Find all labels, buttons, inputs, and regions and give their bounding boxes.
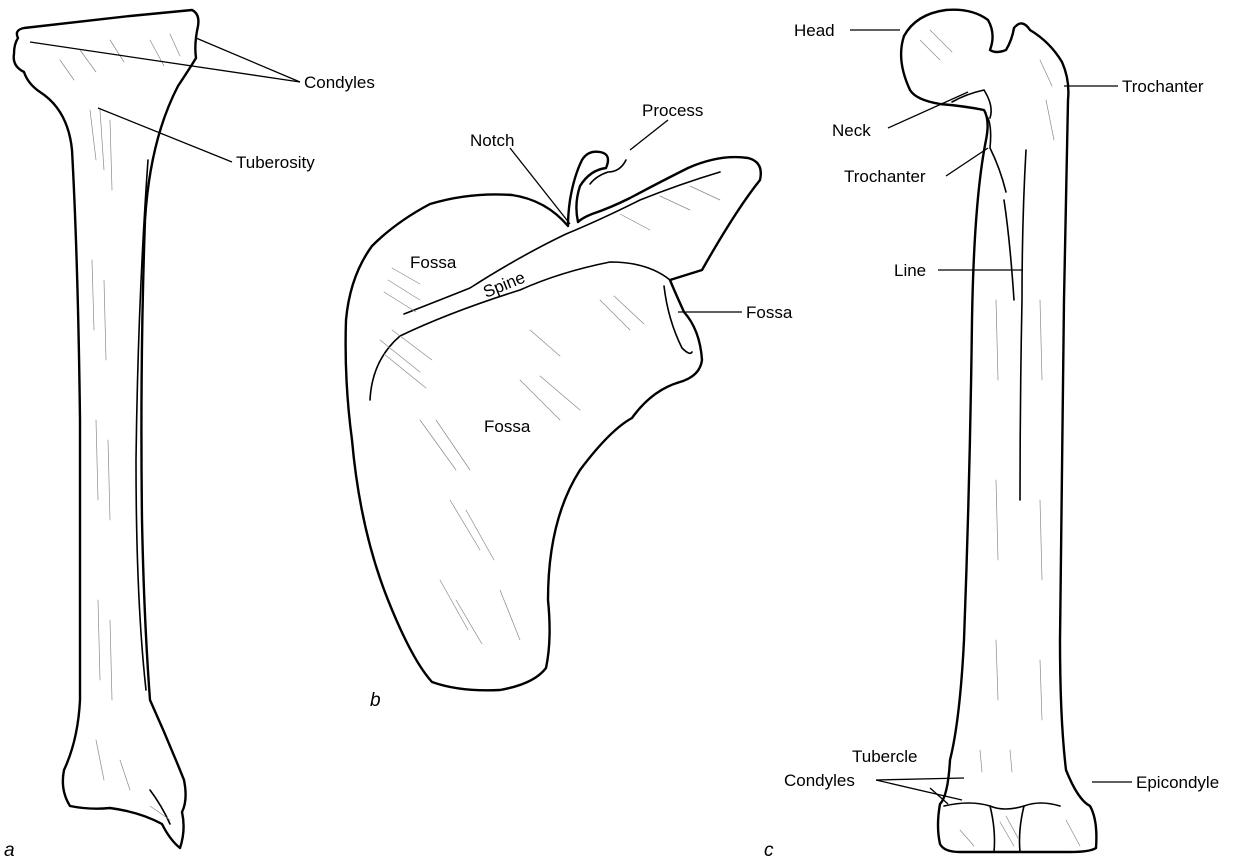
label-epicondyle: Epicondyle [1136,773,1219,792]
tibia-outline [14,10,199,848]
condyles-leader-a2 [196,38,300,82]
label-line: Line [894,261,926,280]
panel-letter-a: a [4,840,15,861]
tibia-illustration: Condyles Tuberosity a [4,10,375,861]
label-trochanter-greater: Trochanter [1122,77,1204,96]
label-tubercle: Tubercle [852,747,918,766]
label-neck: Neck [832,121,871,140]
scapula-outline [346,152,761,691]
label-process: Process [642,101,703,120]
label-trochanter-lesser: Trochanter [844,167,926,186]
label-fossa-infraspinous: Fossa [484,417,531,436]
label-head: Head [794,21,835,40]
label-condyles-femur: Condyles [784,771,855,790]
panel-letter-c: c [764,840,774,861]
process-leader [630,120,668,150]
label-condyles-tibia: Condyles [304,73,375,92]
femur-illustration: Head Trochanter Neck Trochanter Line Tub… [764,10,1219,861]
label-fossa-supraspinous: Fossa [410,253,457,272]
label-fossa-glenoid: Fossa [746,303,793,322]
femur-outline [901,10,1096,852]
panel-letter-b: b [370,690,381,711]
scapula-illustration: Process Notch Fossa Spine Fossa Fossa b [346,101,793,711]
label-tuberosity: Tuberosity [236,153,315,172]
label-notch: Notch [470,131,514,150]
